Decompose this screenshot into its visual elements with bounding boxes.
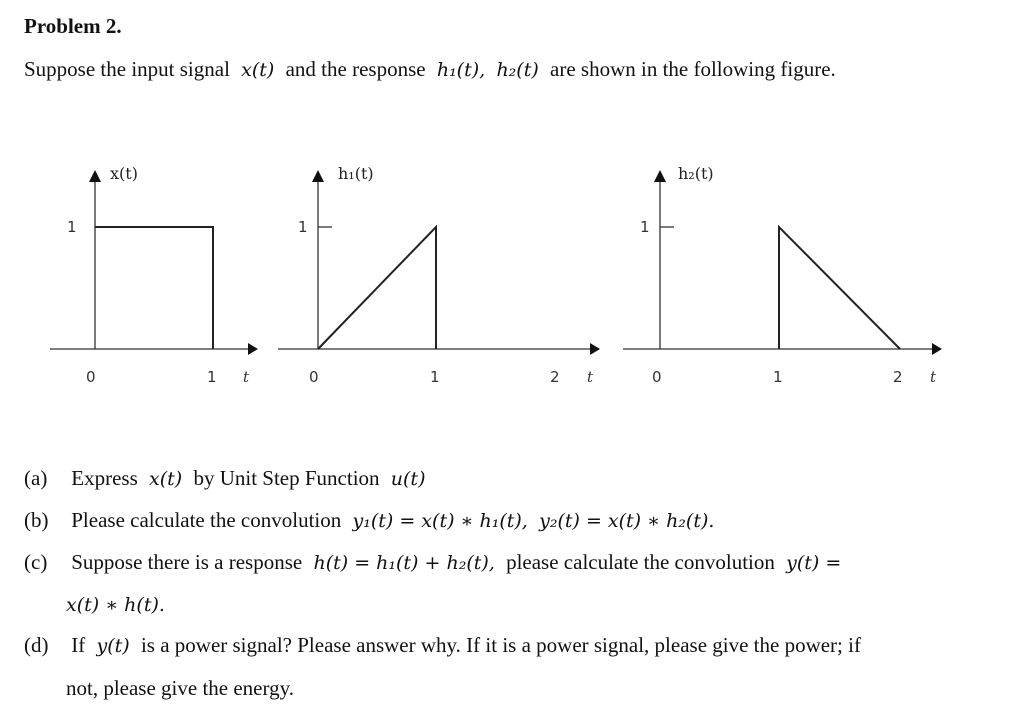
h2-plot-tick-1-y: 1 (640, 218, 650, 236)
intro-h2: h₂(t) (496, 59, 539, 81)
h2-plot-axis-var: t (930, 368, 937, 386)
question-c-continuation: x(t) ∗ h(t). (66, 592, 165, 617)
x-plot-v-arrow (89, 170, 101, 182)
h2-plot-tick-2-x: 2 (893, 368, 903, 386)
question-c-math-y: y(t) = (786, 552, 842, 574)
question-d-math-y: y(t) (96, 635, 130, 657)
h1-plot: h₁(t) 1 0 1 2 t (278, 164, 600, 386)
x-plot-tick-1-y: 1 (67, 218, 77, 236)
h1-plot-v-arrow (312, 170, 324, 182)
question-d-text: If (71, 633, 86, 657)
question-a-text: Express (71, 466, 138, 490)
intro-text-c: are shown in the following figure. (550, 57, 836, 81)
question-c-math-conv: x(t) ∗ h(t). (66, 594, 165, 616)
intro-text-a: Suppose the input signal (24, 57, 230, 81)
question-b-math-y2: y₂(t) = x(t) ∗ h₂(t). (539, 510, 715, 532)
question-b-math-y1: y₁(t) = x(t) ∗ h₁(t), (352, 510, 528, 532)
problem-title: Problem 2. (24, 14, 122, 38)
h2-plot-tick-1-x: 1 (773, 368, 783, 386)
h1-plot-tick-1-y: 1 (298, 218, 308, 236)
question-b-text: Please calculate the convolution (71, 508, 342, 532)
problem-intro: Suppose the input signal x(t) and the re… (24, 57, 836, 82)
question-a-math-x: x(t) (149, 468, 183, 490)
h2-plot: h₂(t) 1 0 1 2 t (623, 164, 942, 386)
h2-plot-v-arrow (654, 170, 666, 182)
question-c-math-h: h(t) = h₁(t) + h₂(t), (313, 552, 495, 574)
question-c-text2: please calculate the convolution (506, 550, 775, 574)
x-signal-line (95, 226, 214, 349)
x-plot-tick-1-x: 1 (207, 368, 217, 386)
question-d-text2: is a power signal? Please answer why. If… (140, 633, 861, 657)
question-c-label: (c) (24, 550, 48, 574)
h1-plot-axis-var: t (587, 368, 594, 386)
x-plot-t-arrow (248, 343, 258, 355)
question-d: (d) If y(t) is a power signal? Please an… (24, 633, 861, 658)
intro-x: x(t) (241, 59, 275, 81)
question-a-label: (a) (24, 466, 48, 490)
signal-figure: x(t) 1 0 1 t h₁(t) 1 0 1 2 t h₂(t) 1 0 1… (50, 164, 942, 386)
question-d-continuation: not, please give the energy. (66, 676, 295, 700)
h1-plot-tick-0: 0 (309, 368, 319, 386)
h1-plot-label: h₁(t) (338, 164, 374, 183)
h2-plot-t-arrow (932, 343, 942, 355)
h1-plot-tick-2-x: 2 (550, 368, 560, 386)
intro-text-b: and the response (285, 57, 426, 81)
x-plot-label: x(t) (110, 164, 138, 183)
h2-plot-tick-0: 0 (652, 368, 662, 386)
x-plot-tick-0: 0 (86, 368, 96, 386)
intro-h1: h₁(t), (436, 59, 486, 81)
question-a-math-u: u(t) (390, 468, 426, 490)
question-a-text2: by Unit Step Function (193, 466, 380, 490)
question-c: (c) Suppose there is a response h(t) = h… (24, 550, 841, 575)
question-c-text: Suppose there is a response (71, 550, 303, 574)
h1-plot-t-arrow (590, 343, 600, 355)
question-d-label: (d) (24, 633, 49, 657)
x-plot-axis-var: t (243, 368, 250, 386)
h2-plot-label: h₂(t) (678, 164, 714, 183)
h1-signal-line (317, 224, 437, 350)
h2-signal-line (778, 224, 901, 350)
question-a: (a) Express x(t) by Unit Step Function u… (24, 466, 425, 491)
h1-plot-tick-1-x: 1 (430, 368, 440, 386)
question-b-label: (b) (24, 508, 49, 532)
question-b: (b) Please calculate the convolution y₁(… (24, 508, 714, 533)
x-plot: x(t) 1 0 1 t (50, 164, 258, 386)
